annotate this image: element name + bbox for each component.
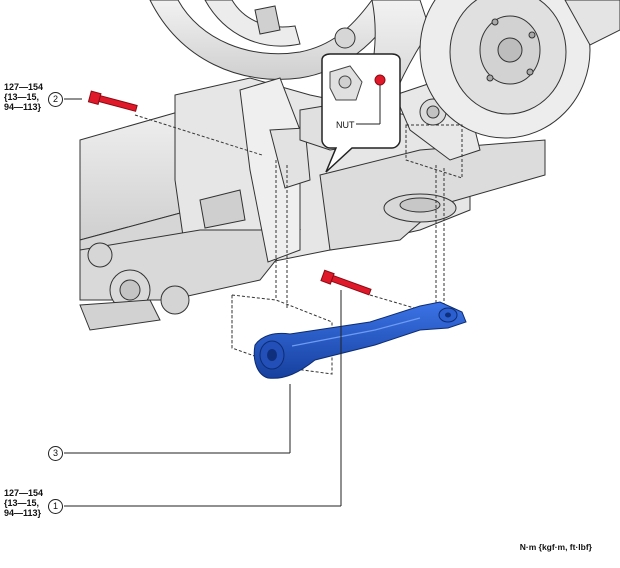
torque-ftlbf: 94—113} [4,508,42,518]
torque-spec-upper: 127—154 {13—15, 94—113} [4,82,43,112]
callout-2: 2 [48,92,63,107]
torque-spec-lower: 127—154 {13—15, 94—113} [4,488,43,518]
leader-lines [64,98,342,507]
torque-kgf: {13—15, [4,92,40,102]
units-label: N·m {kgf·m, ft·lbf} [519,542,592,552]
torque-kgf: {13—15, [4,498,40,508]
torque-nm: 127—154 [4,488,44,498]
lower-arm [253,301,467,379]
callout-1: 1 [48,499,63,514]
bolt-icon [87,90,138,112]
nut-label: NUT [336,120,355,130]
callout-3: 3 [48,446,63,461]
torque-ftlbf: 94—113} [4,102,42,112]
subframe [79,0,620,331]
torque-nm: 127—154 [4,82,44,92]
bolt-icon [320,269,372,296]
nut-icon [374,74,386,86]
nut-balloon [321,53,401,173]
